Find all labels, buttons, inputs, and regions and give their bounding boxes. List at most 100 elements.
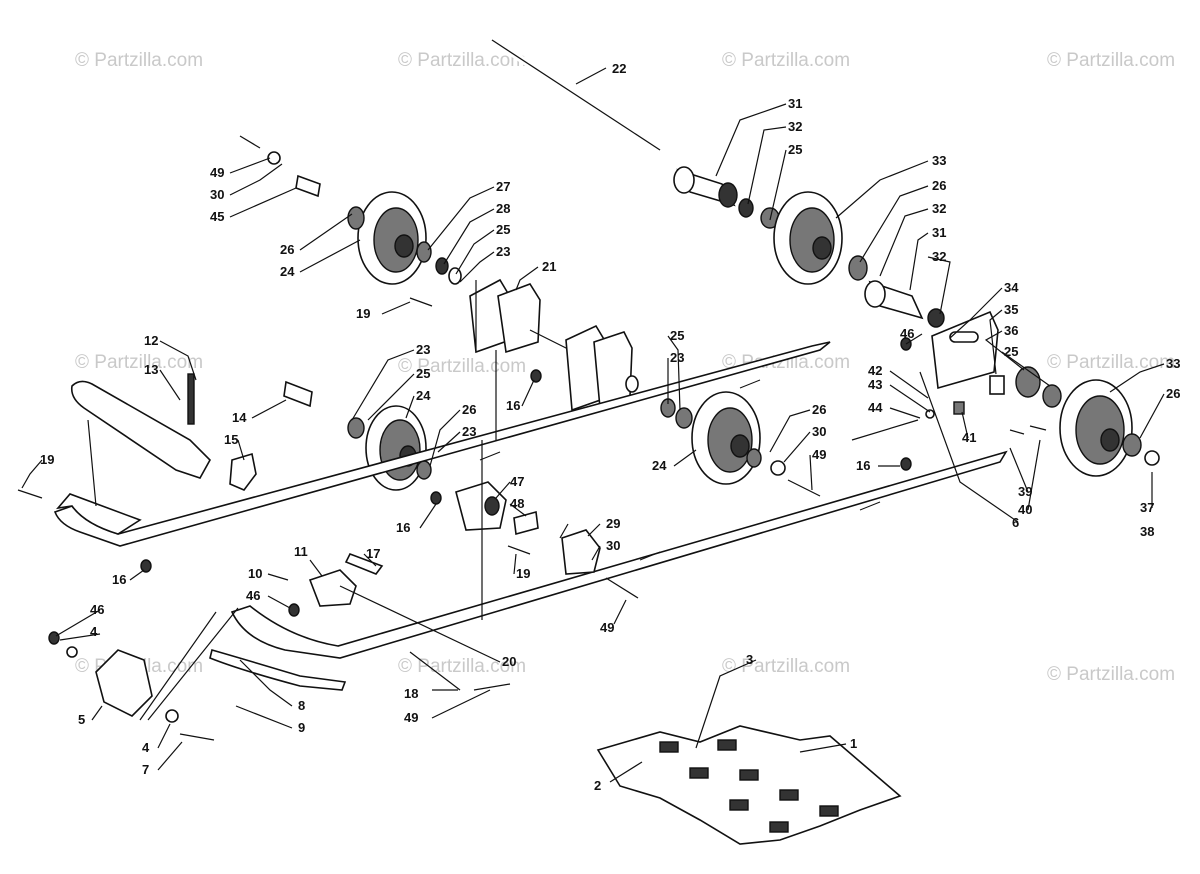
- callout-32[interactable]: 32: [932, 249, 946, 264]
- callout-43[interactable]: 43: [868, 377, 882, 392]
- callout-23[interactable]: 23: [462, 424, 476, 439]
- callout-30[interactable]: 30: [606, 538, 620, 553]
- spacer-31-lower: [864, 280, 924, 320]
- callout-18[interactable]: 18: [404, 686, 418, 701]
- callout-49[interactable]: 49: [404, 710, 418, 725]
- callout-4[interactable]: 4: [142, 740, 150, 755]
- callout-23[interactable]: 23: [416, 342, 430, 357]
- callout-12[interactable]: 12: [144, 333, 158, 348]
- callout-16[interactable]: 16: [506, 398, 520, 413]
- callout-16[interactable]: 16: [112, 572, 126, 587]
- callout-11[interactable]: 11: [294, 544, 308, 559]
- callout-22[interactable]: 22: [612, 61, 626, 76]
- callout-31[interactable]: 31: [788, 96, 802, 111]
- shaft-22: [490, 37, 662, 153]
- watermark: © Partzilla.com: [75, 352, 203, 373]
- callout-25[interactable]: 25: [788, 142, 802, 157]
- wheel-24-lower: [365, 405, 427, 491]
- callout-28[interactable]: 28: [496, 201, 510, 216]
- callout-36[interactable]: 36: [1004, 323, 1018, 338]
- callout-37[interactable]: 37: [1140, 500, 1154, 515]
- bearing-26: [848, 255, 868, 281]
- callout-20[interactable]: 20: [502, 654, 516, 669]
- callout-24[interactable]: 24: [652, 458, 667, 473]
- callout-35[interactable]: 35: [1004, 302, 1018, 317]
- callout-49[interactable]: 49: [812, 447, 826, 462]
- callout-31[interactable]: 31: [932, 225, 946, 240]
- callout-24[interactable]: 24: [416, 388, 431, 403]
- callout-6[interactable]: 6: [1012, 515, 1019, 530]
- callout-47[interactable]: 47: [510, 474, 524, 489]
- callout-38[interactable]: 38: [1140, 524, 1154, 539]
- callout-19[interactable]: 19: [356, 306, 370, 321]
- callout-27[interactable]: 27: [496, 179, 510, 194]
- callout-17[interactable]: 17: [366, 546, 380, 561]
- callout-26[interactable]: 26: [932, 178, 946, 193]
- bearing-26-mid: [746, 448, 762, 468]
- callout-41[interactable]: 41: [962, 430, 976, 445]
- watermark: © Partzilla.com: [75, 50, 203, 71]
- callout-30[interactable]: 30: [812, 424, 826, 439]
- callout-32[interactable]: 32: [788, 119, 802, 134]
- callout-26[interactable]: 26: [1166, 386, 1180, 401]
- bushing-32: [738, 198, 754, 218]
- callout-45[interactable]: 45: [210, 209, 224, 224]
- callout-16[interactable]: 16: [856, 458, 870, 473]
- callout-2[interactable]: 2: [594, 778, 601, 793]
- watermark: © Partzilla.com: [398, 50, 526, 71]
- watermark: © Partzilla.com: [398, 356, 526, 377]
- callout-44[interactable]: 44: [868, 400, 883, 415]
- callout-9[interactable]: 9: [298, 720, 305, 735]
- callout-33[interactable]: 33: [1166, 356, 1180, 371]
- callout-10[interactable]: 10: [248, 566, 262, 581]
- callout-26[interactable]: 26: [812, 402, 826, 417]
- callout-4[interactable]: 4: [90, 624, 98, 639]
- callout-49[interactable]: 49: [600, 620, 614, 635]
- axle-bracket-21: [469, 278, 639, 412]
- callout-24[interactable]: 24: [280, 264, 295, 279]
- callout-30[interactable]: 30: [210, 187, 224, 202]
- block-5: [95, 649, 153, 717]
- callout-25[interactable]: 25: [1004, 344, 1018, 359]
- callout-40[interactable]: 40: [1018, 502, 1032, 517]
- callout-13[interactable]: 13: [144, 362, 158, 377]
- callout-25[interactable]: 25: [496, 222, 510, 237]
- callout-19[interactable]: 19: [516, 566, 530, 581]
- callout-49[interactable]: 49: [210, 165, 224, 180]
- callout-29[interactable]: 29: [606, 516, 620, 531]
- callout-26[interactable]: 26: [280, 242, 294, 257]
- washer-30-mid: [770, 460, 786, 476]
- callout-26[interactable]: 26: [462, 402, 476, 417]
- slide-8: [209, 649, 347, 691]
- callout-3[interactable]: 3: [746, 652, 753, 667]
- callout-32[interactable]: 32: [932, 201, 946, 216]
- watermark: © Partzilla.com: [1047, 50, 1175, 71]
- bearing-25-left: [448, 267, 462, 285]
- callout-16[interactable]: 16: [396, 520, 410, 535]
- bushing-32-lower: [927, 308, 945, 328]
- callout-21[interactable]: 21: [542, 259, 556, 274]
- parts-illustration: [17, 37, 1165, 845]
- callout-39[interactable]: 39: [1018, 484, 1032, 499]
- callout-25[interactable]: 25: [670, 328, 684, 343]
- callout-7[interactable]: 7: [142, 762, 149, 777]
- callout-48[interactable]: 48: [510, 496, 524, 511]
- wheel-33-upper: [773, 191, 843, 285]
- callout-5[interactable]: 5: [78, 712, 85, 727]
- callout-14[interactable]: 14: [232, 410, 247, 425]
- callout-46[interactable]: 46: [246, 588, 260, 603]
- callout-23[interactable]: 23: [670, 350, 684, 365]
- callout-19[interactable]: 19: [40, 452, 54, 467]
- callout-42[interactable]: 42: [868, 363, 882, 378]
- watermark: © Partzilla.com: [398, 656, 526, 677]
- callout-34[interactable]: 34: [1004, 280, 1019, 295]
- callout-46[interactable]: 46: [900, 326, 914, 341]
- callout-46[interactable]: 46: [90, 602, 104, 617]
- callout-23[interactable]: 23: [496, 244, 510, 259]
- bearing-23-mid: [675, 407, 693, 429]
- callout-15[interactable]: 15: [224, 432, 238, 447]
- callout-25[interactable]: 25: [416, 366, 430, 381]
- callout-8[interactable]: 8: [298, 698, 305, 713]
- callout-33[interactable]: 33: [932, 153, 946, 168]
- callout-1[interactable]: 1: [850, 736, 857, 751]
